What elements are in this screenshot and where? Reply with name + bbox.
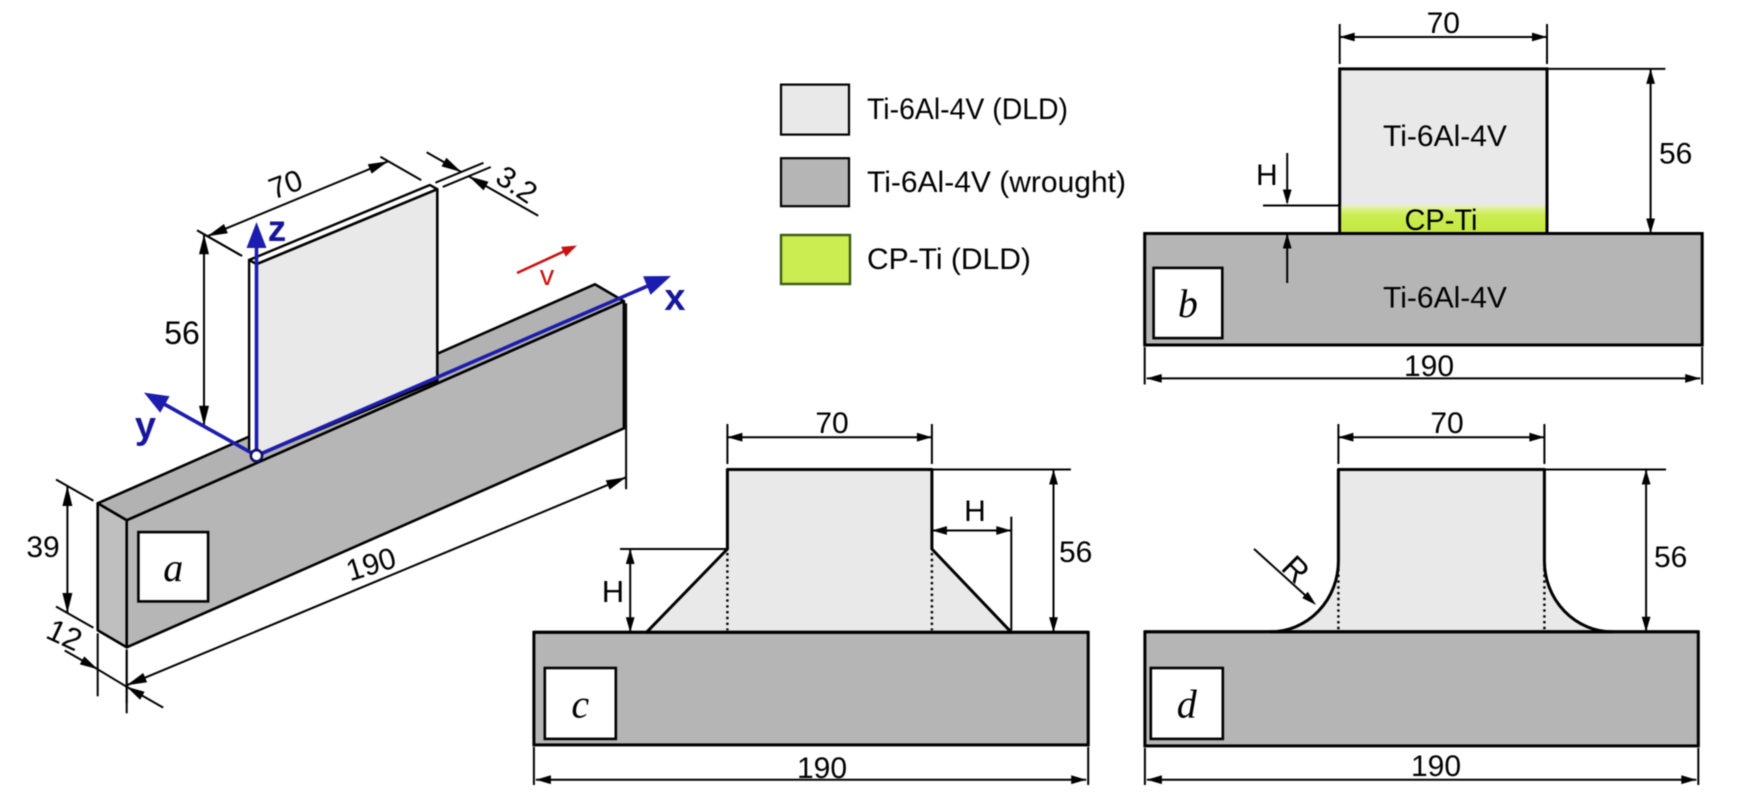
svg-text:CP-Ti: CP-Ti bbox=[1405, 204, 1478, 237]
svg-text:Ti-6Al-4V (wrought): Ti-6Al-4V (wrought) bbox=[867, 166, 1126, 199]
svg-text:CP-Ti (DLD): CP-Ti (DLD) bbox=[867, 243, 1031, 276]
svg-text:190: 190 bbox=[1404, 350, 1454, 383]
svg-text:H: H bbox=[602, 574, 624, 609]
svg-text:39: 39 bbox=[26, 531, 59, 564]
svg-text:v: v bbox=[540, 260, 555, 292]
svg-text:z: z bbox=[268, 208, 287, 249]
svg-text:x: x bbox=[664, 277, 685, 319]
svg-text:c: c bbox=[571, 682, 589, 727]
svg-text:56: 56 bbox=[1659, 138, 1692, 171]
svg-text:H: H bbox=[964, 495, 986, 528]
svg-text:56: 56 bbox=[164, 315, 200, 351]
svg-text:70: 70 bbox=[1430, 407, 1463, 440]
svg-text:H: H bbox=[1256, 159, 1278, 192]
svg-text:Ti-6Al-4V: Ti-6Al-4V bbox=[1383, 120, 1507, 153]
svg-text:d: d bbox=[1177, 682, 1198, 727]
svg-text:70: 70 bbox=[815, 407, 848, 440]
svg-text:y: y bbox=[135, 405, 156, 447]
svg-text:Ti-6Al-4V: Ti-6Al-4V bbox=[1383, 282, 1507, 315]
svg-text:Ti-6Al-4V (DLD): Ti-6Al-4V (DLD) bbox=[867, 93, 1068, 126]
svg-text:190: 190 bbox=[797, 752, 847, 785]
svg-text:b: b bbox=[1178, 281, 1198, 326]
svg-text:56: 56 bbox=[1059, 536, 1092, 569]
svg-text:70: 70 bbox=[1427, 7, 1460, 40]
svg-text:a: a bbox=[163, 545, 183, 590]
svg-text:56: 56 bbox=[1654, 541, 1687, 574]
svg-text:190: 190 bbox=[1411, 750, 1461, 783]
